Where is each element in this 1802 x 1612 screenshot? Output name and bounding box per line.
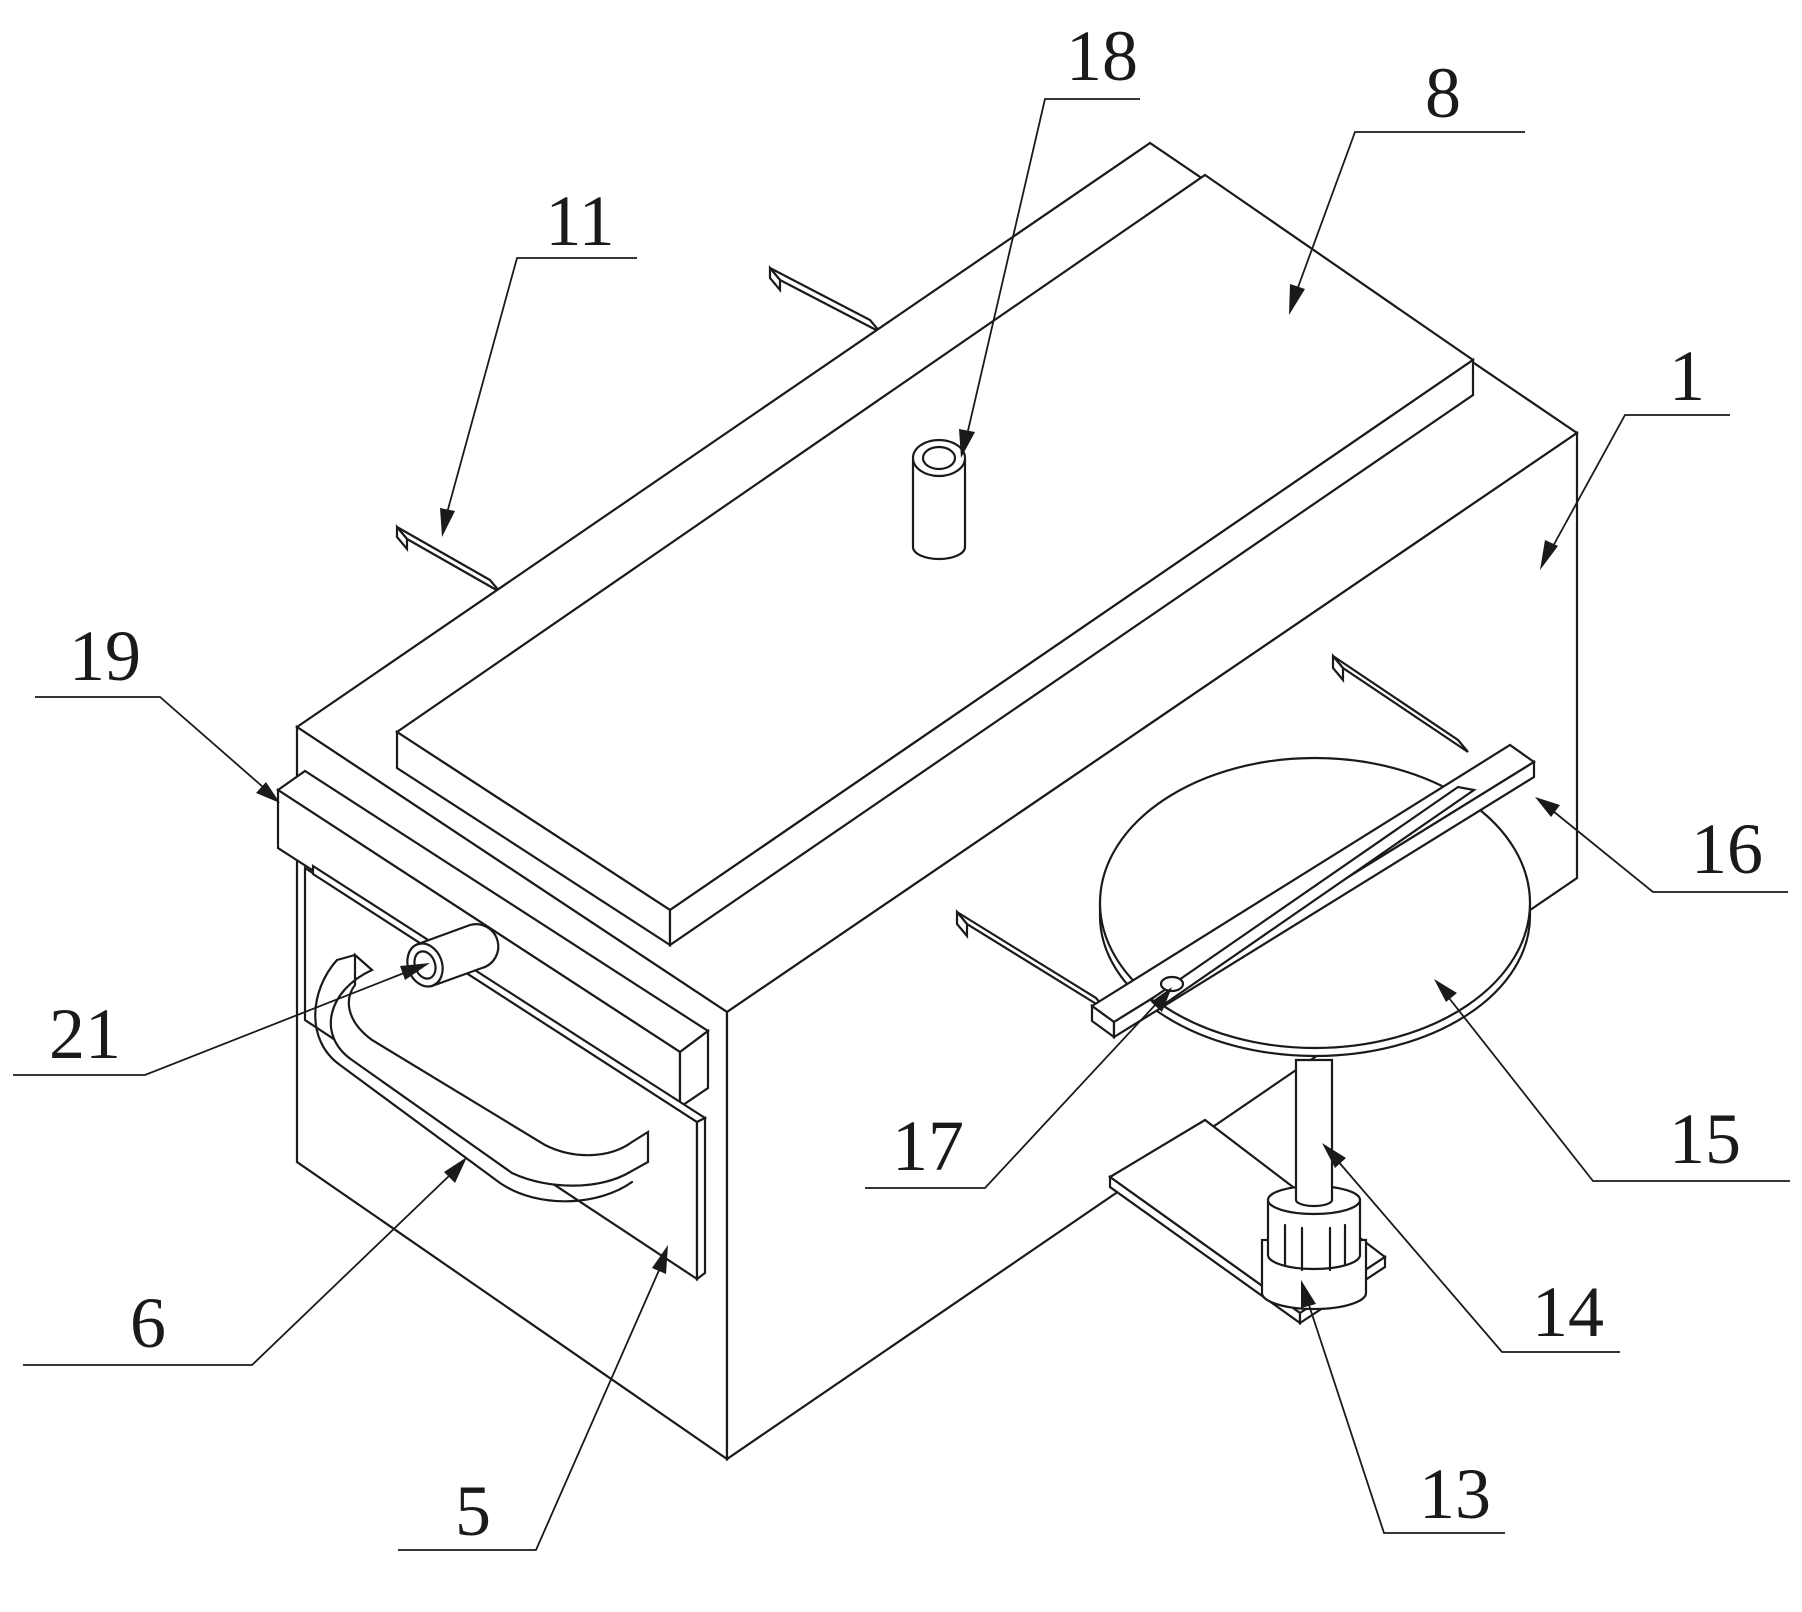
label-11: 11 [545,181,614,261]
leaders [13,98,1790,1551]
label-19: 19 [69,616,141,696]
rod-11 [395,523,501,593]
label-13: 13 [1419,1454,1491,1534]
pin-17 [1159,975,1185,993]
handle-6 [314,952,650,1203]
label-5: 5 [455,1471,491,1551]
shaft-14 [1294,1058,1334,1208]
label-16: 16 [1691,809,1763,889]
label-18: 18 [1066,16,1138,96]
label-21: 21 [49,994,121,1074]
arm-16 [1090,743,1536,1040]
label-14: 14 [1532,1272,1604,1352]
label-1: 1 [1669,336,1705,416]
label-15: 15 [1669,1099,1741,1179]
reference-numerals: 1 8 18 11 19 21 6 5 13 14 15 16 17 [49,16,1763,1551]
rear-rod-upper [768,264,881,333]
label-6: 6 [130,1283,166,1363]
side-rod-upper [1331,652,1469,753]
label-17: 17 [892,1106,964,1186]
label-8: 8 [1425,53,1461,133]
feed-tube-18 [911,438,967,561]
